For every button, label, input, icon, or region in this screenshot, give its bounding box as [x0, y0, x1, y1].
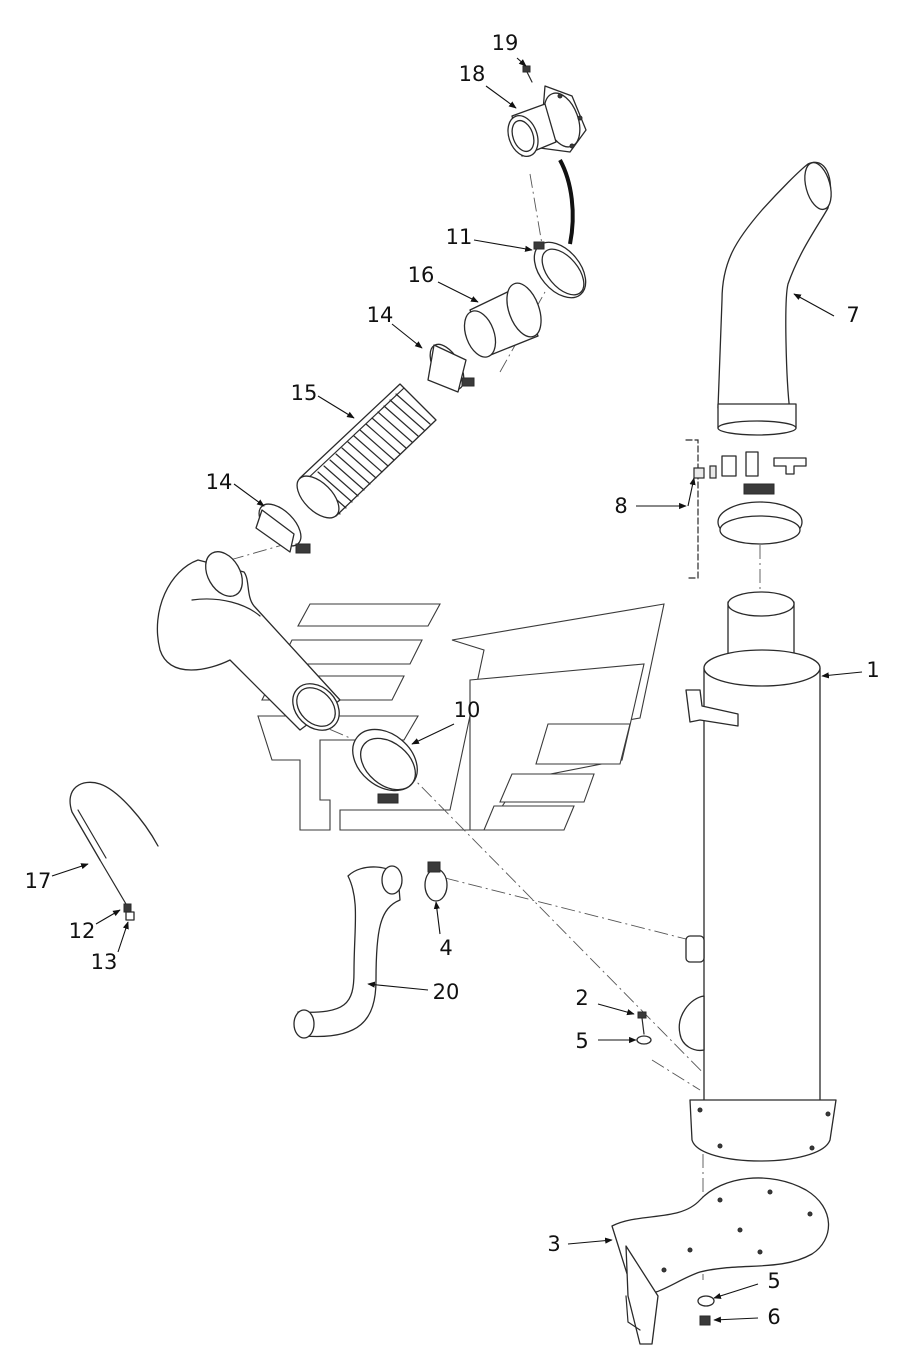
callout-14-upper: 14 [367, 303, 394, 327]
flex-hose-15 [296, 383, 437, 519]
callout-20: 20 [433, 980, 460, 1004]
callout-17: 17 [25, 869, 52, 893]
hose-clamp-14-upper [427, 343, 475, 393]
muffler-1 [678, 591, 837, 1162]
callout-15: 15 [291, 381, 318, 405]
clamp-4 [424, 861, 448, 902]
callout-8: 8 [614, 494, 627, 518]
stack-clamp [717, 483, 803, 545]
adapter-tube-16 [463, 282, 542, 358]
band-clamp-11 [533, 241, 587, 299]
callout-3: 3 [547, 1232, 560, 1256]
callout-11: 11 [446, 225, 473, 249]
tail-pipe-20 [293, 865, 403, 1039]
callout-16: 16 [408, 263, 435, 287]
hose-clamp-14-lower [255, 503, 311, 554]
exhaust-elbow-pipe [156, 551, 341, 731]
stack-pipe-7 [717, 161, 832, 436]
washer-5-lower [697, 1295, 715, 1307]
callout-6: 6 [767, 1305, 780, 1329]
mounting-plate-3 [611, 1177, 830, 1345]
callout-10: 10 [454, 698, 481, 722]
callout-1: 1 [866, 658, 879, 682]
flange-adapter-18 [507, 85, 587, 157]
clamp-hardware-8 [693, 451, 807, 479]
callout-19: 19 [492, 31, 519, 55]
callout-4: 4 [439, 936, 452, 960]
callout-labels: 19 18 11 16 14 15 14 7 8 1 10 17 12 13 4… [25, 31, 880, 1329]
callout-14-lower: 14 [206, 470, 233, 494]
watermark-logo [257, 603, 665, 831]
leader-lines [51, 57, 863, 1323]
u-bolt-17 [69, 781, 159, 921]
callout-5-lower: 5 [767, 1269, 780, 1293]
callout-5-upper: 5 [575, 1029, 588, 1053]
callout-12: 12 [69, 919, 96, 943]
callout-2: 2 [575, 986, 588, 1010]
washer-5-upper [636, 1035, 652, 1045]
callout-13: 13 [91, 950, 118, 974]
bolt-19 [522, 65, 533, 83]
nut-6 [699, 1315, 711, 1326]
bolt-2 [637, 1011, 647, 1035]
callout-7: 7 [846, 303, 859, 327]
sensor-cable [558, 159, 575, 245]
band-clamp-10 [352, 728, 418, 804]
callout-18: 18 [459, 62, 486, 86]
